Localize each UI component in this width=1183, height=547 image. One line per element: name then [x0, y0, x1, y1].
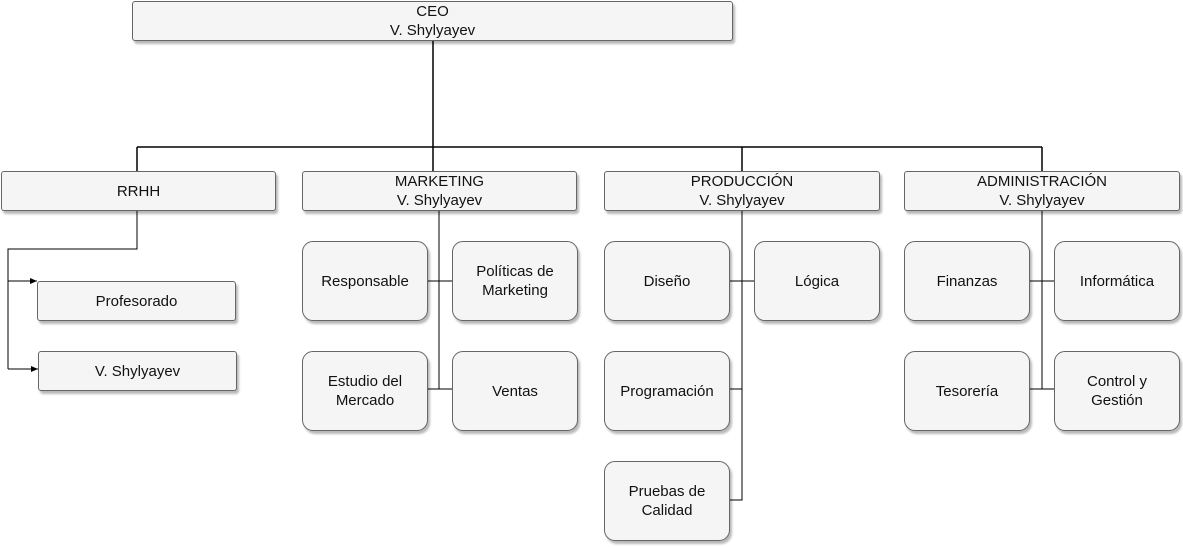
- item-label-line: Informática: [1079, 272, 1155, 290]
- ceo-title: CEO: [416, 3, 449, 20]
- rrhh-connector: [7, 211, 138, 369]
- item-label-line: Pruebas de: [628, 483, 706, 500]
- rrhh-item-name[interactable]: V. Shylyayev: [38, 351, 237, 391]
- item-label-line: Tesorería: [935, 382, 999, 400]
- item-label-line: Ventas: [492, 382, 538, 400]
- department-title: RRHH: [116, 182, 161, 200]
- department-name: V. Shylyayev: [999, 192, 1085, 209]
- administracion-item-finanzas[interactable]: Finanzas: [904, 241, 1030, 321]
- item-label-line: Lógica: [794, 272, 840, 290]
- administracion-item-control[interactable]: Control y Gestión: [1054, 351, 1180, 431]
- item-label-line: Responsable: [321, 272, 409, 290]
- produccion-item-logica[interactable]: Lógica: [754, 241, 880, 321]
- item-label-line: Calidad: [641, 502, 693, 519]
- ceo-name: V. Shylyayev: [389, 22, 476, 39]
- marketing-item-politicas[interactable]: Políticas de Marketing: [452, 241, 578, 321]
- item-label-line: Marketing: [482, 282, 548, 299]
- item-label-line: Políticas de: [476, 263, 554, 280]
- produccion-item-programacion[interactable]: Programación: [604, 351, 730, 431]
- department-title: MARKETING: [394, 173, 485, 190]
- produccion-item-pruebas[interactable]: Pruebas de Calidad: [604, 461, 730, 541]
- ceo-box[interactable]: CEO V. Shylyayev: [132, 1, 733, 41]
- marketing-item-ventas[interactable]: Ventas: [452, 351, 578, 431]
- item-label-line: Control y: [1086, 373, 1148, 390]
- item-label-line: Mercado: [335, 392, 395, 409]
- rrhh-item-profesorado[interactable]: Profesorado: [37, 281, 236, 321]
- item-label-line: Diseño: [643, 272, 691, 290]
- item-label-line: Gestión: [1091, 392, 1143, 409]
- department-name: V. Shylyayev: [396, 192, 483, 209]
- department-title: PRODUCCIÓN: [690, 173, 794, 190]
- department-administracion-box[interactable]: ADMINISTRACIÓN V. Shylyayev: [904, 171, 1180, 211]
- item-label-line: Finanzas: [936, 272, 998, 290]
- department-marketing-box[interactable]: MARKETING V. Shylyayev: [302, 171, 577, 211]
- produccion-item-diseno[interactable]: Diseño: [604, 241, 730, 321]
- department-rrhh-box[interactable]: RRHH: [1, 171, 276, 211]
- produccion-connector: [730, 211, 743, 501]
- department-title: ADMINISTRACIÓN: [976, 173, 1107, 190]
- marketing-item-estudio[interactable]: Estudio del Mercado: [302, 351, 428, 431]
- item-label-line: Estudio del: [327, 373, 403, 390]
- administracion-item-tesoreria[interactable]: Tesorería: [904, 351, 1030, 431]
- department-name: V. Shylyayev: [699, 192, 785, 209]
- marketing-item-responsable[interactable]: Responsable: [302, 241, 428, 321]
- administracion-item-informatica[interactable]: Informática: [1054, 241, 1180, 321]
- department-produccion-box[interactable]: PRODUCCIÓN V. Shylyayev: [604, 171, 880, 211]
- rrhh-item-label: Profesorado: [95, 292, 178, 310]
- rrhh-item-label: V. Shylyayev: [94, 362, 181, 380]
- item-label-line: Programación: [620, 382, 714, 400]
